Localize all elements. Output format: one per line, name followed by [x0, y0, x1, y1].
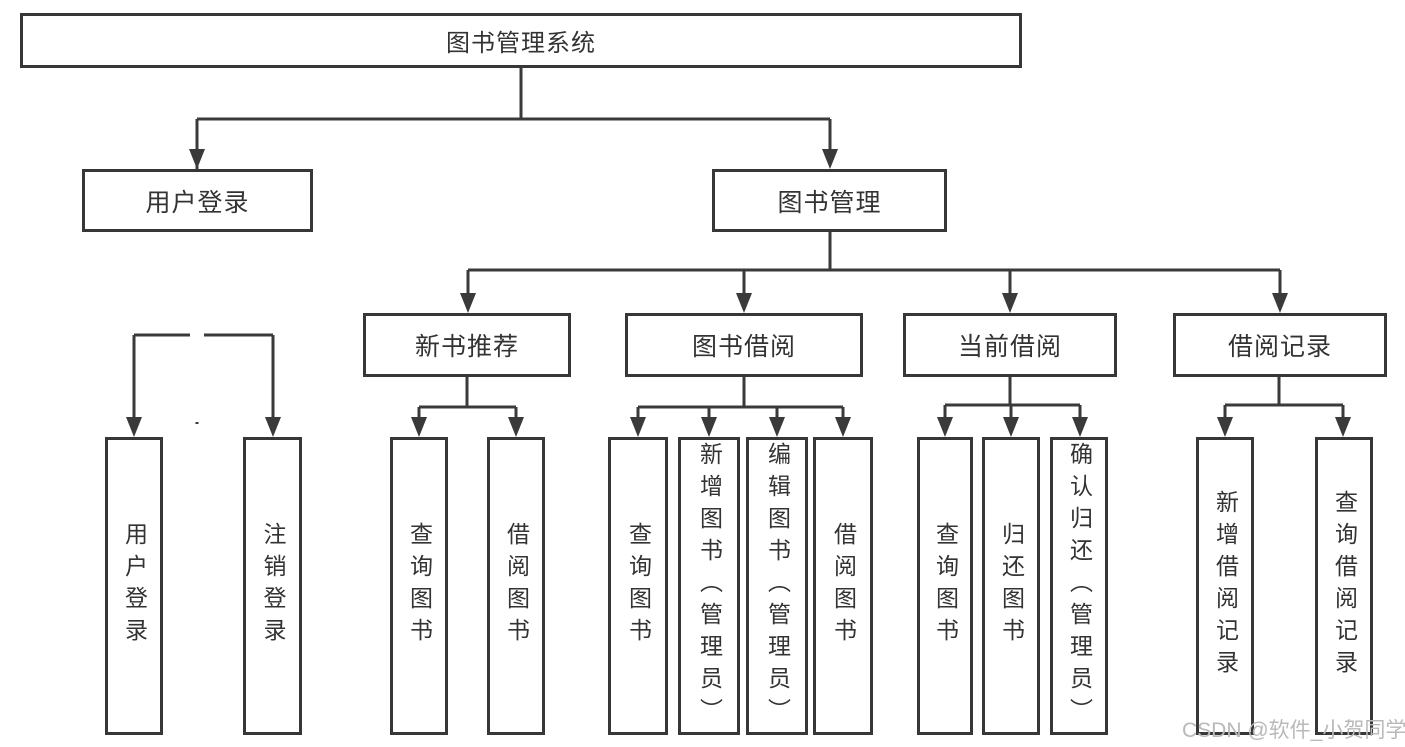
node-borrowing-records: 借阅记录 — [1173, 313, 1387, 377]
leaf-borrow-books-recommend: 借阅图书 — [487, 437, 545, 735]
leaf-add-borrow-record: 新增借阅记录 — [1196, 437, 1254, 735]
node-new-book-recommendation: 新书推荐 — [363, 313, 571, 377]
node-library-management-system: 图书管理系统 — [20, 13, 1022, 68]
node-book-borrowing: 图书借阅 — [625, 313, 863, 377]
leaf-logout-login: 注销登录 — [243, 437, 302, 735]
leaf-confirm-return-admin: 确认归还（管理员） — [1050, 437, 1108, 735]
leaf-query-books-current: 查询图书 — [917, 437, 973, 735]
leaf-query-books-recommend: 查询图书 — [390, 437, 448, 735]
leaf-edit-books-admin: 编辑图书（管理员） — [746, 437, 808, 735]
node-book-management: 图书管理 — [712, 169, 947, 232]
csdn-watermark: CSDN @软件_小贺同学 — [1182, 719, 1405, 742]
leaf-borrow-books-borrowing: 借阅图书 — [813, 437, 873, 735]
leaf-add-books-admin: 新增图书（管理员） — [678, 437, 740, 735]
leaf-query-books-borrowing: 查询图书 — [608, 437, 668, 735]
node-user-login: 用户登录 — [82, 169, 313, 232]
node-current-borrowing: 当前借阅 — [903, 313, 1117, 377]
leaf-user-login: 用户登录 — [105, 437, 163, 735]
leaf-query-borrow-record: 查询借阅记录 — [1315, 437, 1373, 735]
leaf-return-books: 归还图书 — [982, 437, 1040, 735]
